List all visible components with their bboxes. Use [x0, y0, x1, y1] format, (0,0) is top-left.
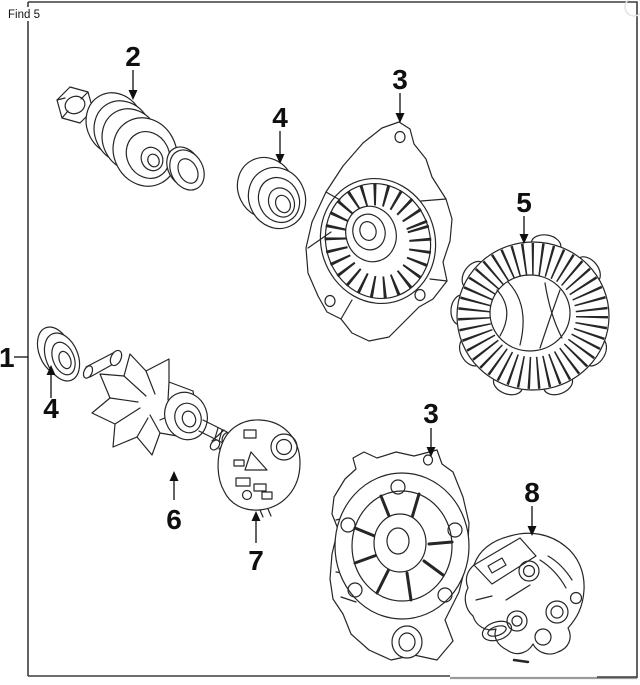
part-front-bearing[interactable]: [227, 148, 316, 238]
callout-1-assembly[interactable]: 1: [0, 342, 28, 373]
callout-5-label[interactable]: 5: [516, 187, 532, 218]
part-spacer-ring[interactable]: [160, 141, 211, 196]
part-stator[interactable]: [450, 233, 611, 399]
callout-7-label[interactable]: 7: [248, 545, 264, 576]
callout-7-brush-holder[interactable]: 7: [248, 511, 264, 576]
callout-3-rear-label[interactable]: 3: [423, 398, 439, 429]
part-pulley-nut[interactable]: [56, 86, 94, 124]
part-rotor[interactable]: [82, 349, 232, 456]
callout-3-front-label[interactable]: 3: [392, 64, 408, 95]
callout-6-rotor[interactable]: 6: [166, 471, 182, 535]
find-label-text: Find 5: [8, 9, 40, 21]
part-rear-bracket[interactable]: [329, 449, 470, 661]
diagram-frame: [27, 0, 640, 680]
callout-2-pulley[interactable]: 2: [125, 41, 141, 100]
callout-2-label[interactable]: 2: [125, 41, 141, 72]
callout-8-label[interactable]: 8: [524, 477, 540, 508]
callout-4-front-label[interactable]: 4: [272, 102, 288, 133]
callout-4-rotor-label[interactable]: 4: [43, 393, 59, 424]
callout-1-label[interactable]: 1: [0, 342, 15, 373]
callout-5-stator[interactable]: 5: [516, 187, 532, 244]
watermark-icon: [624, 0, 640, 17]
callout-6-label[interactable]: 6: [166, 504, 182, 535]
find-label: Find 5: [5, 7, 42, 21]
part-brush-holder-regulator[interactable]: [208, 419, 301, 518]
callout-3-rear-bracket[interactable]: 3: [423, 398, 439, 457]
part-front-bracket[interactable]: [304, 121, 453, 342]
part-pulley[interactable]: [75, 83, 189, 198]
part-rotor-bearing[interactable]: [31, 322, 86, 386]
callout-3-front-bracket[interactable]: 3: [392, 64, 408, 123]
callout-4-front-bearing[interactable]: 4: [272, 102, 288, 164]
callout-4-rotor-bearing[interactable]: 4: [43, 365, 59, 424]
part-rear-cover[interactable]: [464, 532, 585, 664]
callout-8-rear-cover[interactable]: 8: [524, 477, 540, 536]
